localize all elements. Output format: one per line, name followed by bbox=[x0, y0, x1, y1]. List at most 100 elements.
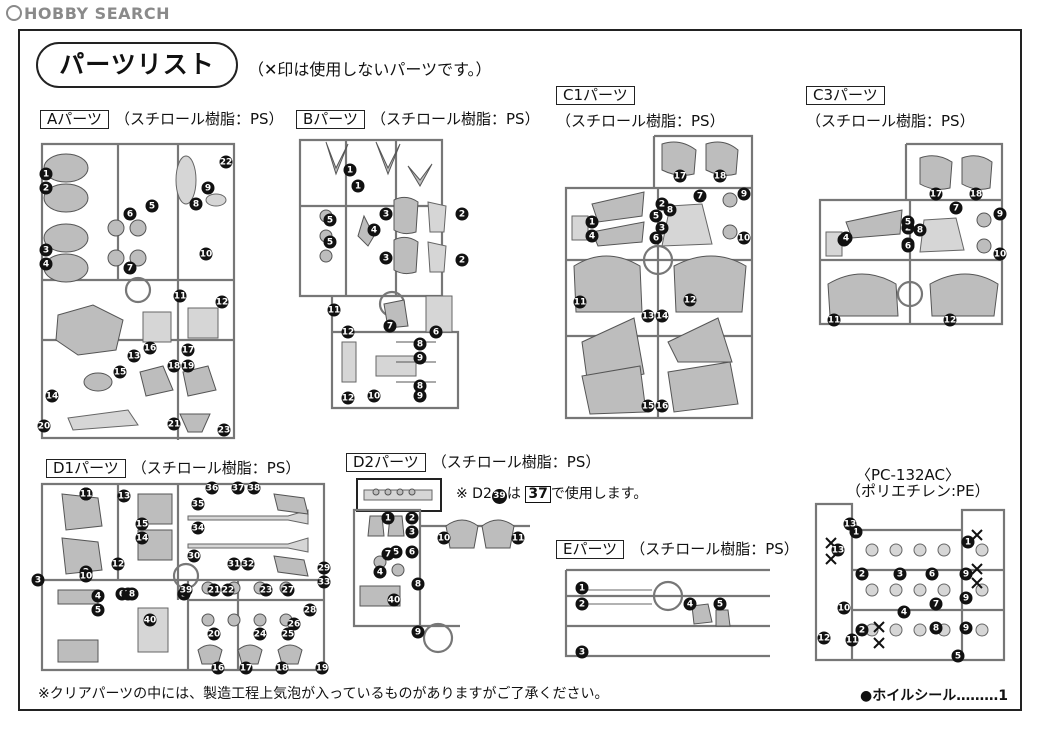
part-number-label: 7 bbox=[127, 264, 133, 274]
part-number-label: 22 bbox=[222, 586, 235, 596]
section-e-name: Eパーツ bbox=[556, 540, 625, 559]
part-number-label: 18 bbox=[168, 362, 181, 372]
part-number-callout: 34 bbox=[191, 521, 205, 535]
d2-note-suffix: で使用します。 bbox=[550, 486, 648, 502]
part-number-label: 5 bbox=[905, 218, 911, 228]
page-title: パーツリスト bbox=[36, 42, 238, 88]
part-number-label: 35 bbox=[192, 500, 205, 510]
part-number-label: 3 bbox=[35, 576, 41, 586]
part-number-label: 16 bbox=[144, 344, 157, 354]
section-c1-label: C1パーツ bbox=[556, 86, 641, 105]
part-number-label: 10 bbox=[368, 392, 381, 402]
part-number-label: 10 bbox=[200, 250, 213, 260]
part-number-callout: 1 bbox=[961, 535, 975, 549]
part-number-label: 8 bbox=[415, 580, 421, 590]
part-number-label: 33 bbox=[318, 578, 331, 588]
part-number-label: 8 bbox=[129, 590, 135, 600]
part-number-callout: 2 bbox=[455, 207, 469, 221]
part-number-label: 7 bbox=[697, 192, 703, 202]
part-number-label: 8 bbox=[917, 226, 923, 236]
part-number-callout: 14 bbox=[45, 389, 59, 403]
part-number-callout: 24 bbox=[253, 627, 267, 641]
part-number-callout: 15 bbox=[641, 399, 655, 413]
part-number-callout: 2 bbox=[575, 597, 589, 611]
part-number-label: 11 bbox=[846, 636, 859, 646]
part-number-label: 11 bbox=[328, 306, 341, 316]
part-number-callout: 8 bbox=[929, 621, 943, 635]
part-number-label: 15 bbox=[114, 368, 127, 378]
part-number-callout: 7 bbox=[381, 547, 395, 561]
part-number-label: 14 bbox=[46, 392, 59, 402]
part-number-callout: 14 bbox=[655, 309, 669, 323]
part-number-callout: 2 bbox=[405, 511, 419, 525]
part-number-label: 17 bbox=[182, 346, 195, 356]
part-number-label: 40 bbox=[144, 616, 157, 626]
part-number-label: 11 bbox=[174, 292, 187, 302]
part-number-label: 9 bbox=[205, 184, 211, 194]
part-number-callout: 40 bbox=[143, 613, 157, 627]
part-number-label: 7 bbox=[933, 600, 939, 610]
part-number-callout: 7 bbox=[693, 189, 707, 203]
part-number-callout: 8 bbox=[411, 577, 425, 591]
part-number-callout: 16 bbox=[211, 661, 225, 675]
part-number-callout: 3 bbox=[893, 567, 907, 581]
part-number-callout: 17 bbox=[929, 187, 943, 201]
part-number-callout: 13 bbox=[843, 517, 857, 531]
part-number-callout: 5 bbox=[91, 603, 105, 617]
part-number-label: 18 bbox=[276, 664, 289, 674]
part-number-label: 2 bbox=[409, 514, 415, 524]
part-number-label: 23 bbox=[218, 426, 231, 436]
part-number-label: 4 bbox=[687, 600, 693, 610]
part-number-callout: 5 bbox=[649, 209, 663, 223]
part-number-callout: 1 bbox=[351, 179, 365, 193]
part-number-callout: 11 bbox=[827, 313, 841, 327]
part-number-callout: 27 bbox=[281, 583, 295, 597]
part-number-callout: 21 bbox=[207, 583, 221, 597]
part-number-callout: 3 bbox=[379, 251, 393, 265]
part-number-label: 9 bbox=[415, 628, 421, 638]
part-number-label: 9 bbox=[997, 210, 1003, 220]
part-number-label: 5 bbox=[327, 216, 333, 226]
part-number-callout: 23 bbox=[217, 423, 231, 437]
part-number-callout: 8 bbox=[913, 223, 927, 237]
part-number-callout: 5 bbox=[323, 235, 337, 249]
part-number-callout: 6 bbox=[925, 567, 939, 581]
part-number-label: 2 bbox=[43, 184, 49, 194]
part-number-callout: 12 bbox=[215, 295, 229, 309]
part-number-callout: 17 bbox=[673, 169, 687, 183]
part-number-callout: 3 bbox=[39, 243, 53, 257]
part-number-callout: 7 bbox=[123, 261, 137, 275]
part-number-callout: 3 bbox=[31, 573, 45, 587]
part-number-callout: 7 bbox=[929, 597, 943, 611]
section-a-name: Aパーツ bbox=[40, 110, 109, 129]
part-number-label: 8 bbox=[667, 206, 673, 216]
part-number-label: 11 bbox=[80, 490, 93, 500]
part-number-label: 14 bbox=[136, 534, 149, 544]
part-number-label: 12 bbox=[112, 560, 125, 570]
part-number-label: 32 bbox=[242, 560, 255, 570]
d2-note-part-39: 39 bbox=[491, 489, 507, 504]
part-number-label: 28 bbox=[304, 606, 317, 616]
part-number-label: 7 bbox=[953, 204, 959, 214]
part-number-callout: 14 bbox=[135, 531, 149, 545]
part-number-label: 6 bbox=[929, 570, 935, 580]
part-number-callout: 2 bbox=[855, 567, 869, 581]
part-number-callout: 35 bbox=[191, 497, 205, 511]
part-number-label: 9 bbox=[963, 570, 969, 580]
part-number-label: 13 bbox=[832, 546, 845, 556]
part-number-callout: 6 bbox=[429, 325, 443, 339]
part-number-label: 37 bbox=[232, 484, 245, 494]
part-number-label: 5 bbox=[653, 212, 659, 222]
part-number-label: 5 bbox=[149, 202, 155, 212]
part-number-callout: 1 bbox=[585, 215, 599, 229]
part-number-callout: 11 bbox=[79, 487, 93, 501]
part-number-callout: 11 bbox=[327, 303, 341, 317]
part-number-label: 17 bbox=[674, 172, 687, 182]
part-number-callout: 22 bbox=[219, 155, 233, 169]
part-number-callout: 26 bbox=[287, 617, 301, 631]
hobby-search-logo: HOBBY SEARCH bbox=[6, 4, 170, 23]
part-number-label: 3 bbox=[383, 210, 389, 220]
part-number-callout: 7 bbox=[949, 201, 963, 215]
